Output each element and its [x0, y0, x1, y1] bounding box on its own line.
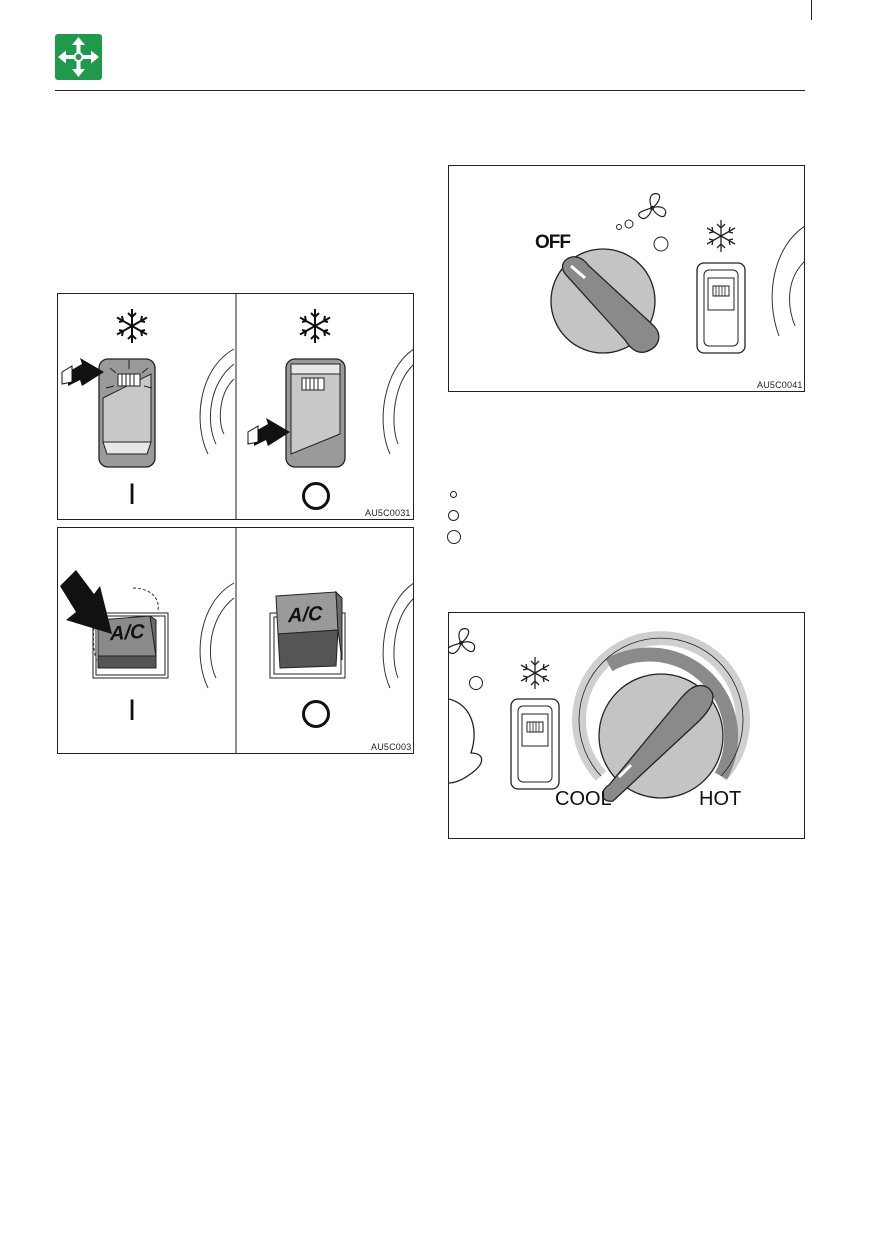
figure-fan-dial: OFF AU5C0041	[448, 165, 805, 392]
press-arrow-icon	[62, 358, 104, 386]
figure-code: AU5C0041	[757, 380, 803, 390]
fan-speed-high-dot	[470, 677, 483, 690]
snowflake-icon	[521, 657, 549, 689]
fan-speed-legend	[447, 488, 467, 548]
figure-code: AU5C003	[371, 742, 411, 752]
figure-code: AU5C0031	[365, 508, 411, 518]
fan-speed-high-symbol	[447, 530, 461, 544]
rocker-switch-on	[99, 359, 155, 467]
ac-rocker-switch	[511, 699, 559, 789]
snowflake-icon	[707, 220, 735, 252]
fan-speed-low-dot	[617, 225, 622, 230]
figure-temperature-dial: COOL HOT	[448, 612, 805, 839]
position-off-symbol: O	[302, 700, 330, 728]
fan-speed-mid-symbol	[448, 510, 459, 521]
position-on-label: I	[122, 694, 142, 728]
ac-rocker-switch	[697, 263, 745, 353]
fan-icon	[639, 194, 666, 219]
ac-button-label: A/C	[110, 621, 144, 646]
position-on-label: I	[122, 478, 142, 512]
figure-ac-button: A/C A/C I O AU5C003	[57, 527, 414, 754]
fan-off-label: OFF	[535, 232, 570, 254]
fan-dial-knob	[551, 249, 659, 353]
section-icon	[55, 34, 102, 80]
figure-ac-rocker-switch: I O AU5C0031	[57, 293, 414, 520]
temperature-dial-knob	[599, 674, 723, 801]
temperature-cool-label: COOL	[555, 788, 612, 811]
press-arrow-icon	[248, 418, 290, 446]
rocker-switch-off	[286, 359, 345, 467]
fan-speed-high-dot	[654, 237, 668, 251]
snowflake-icon	[300, 309, 330, 343]
fan-speed-mid-dot	[625, 220, 633, 228]
fan-icon	[449, 629, 475, 654]
page-corner-mark	[811, 0, 812, 20]
fan-speed-low-symbol	[450, 491, 457, 498]
temperature-hot-label: HOT	[699, 788, 741, 811]
header-rule	[55, 90, 805, 91]
position-off-symbol: O	[302, 482, 330, 510]
press-arrow-icon	[60, 570, 112, 634]
fan-dial-partial	[449, 699, 482, 783]
snowflake-icon	[117, 309, 147, 343]
ac-button-label: A/C	[288, 603, 322, 628]
four-way-arrows-icon	[55, 34, 102, 80]
